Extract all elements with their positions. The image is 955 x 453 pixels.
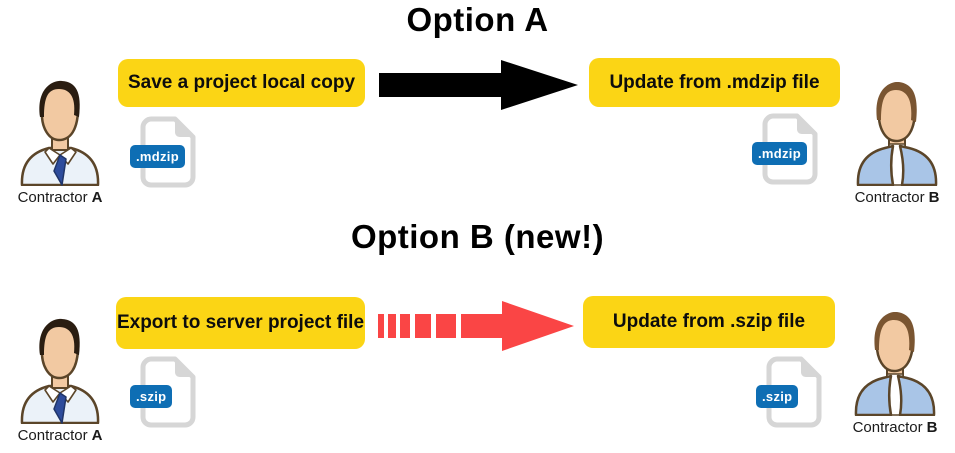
step-box-export-server: Export to server project file [116, 297, 365, 349]
person-jacket-icon [854, 312, 936, 416]
file-ext-badge: .szip [756, 385, 799, 408]
step-box-save-local-copy: Save a project local copy [118, 59, 365, 107]
szip-file-left: .szip [130, 356, 202, 432]
black-arrow-icon [379, 60, 578, 110]
step-box-update-szip: Update from .szip file [583, 296, 835, 348]
option-a-title: Option A [406, 1, 549, 38]
option-b-title: Option B (new!) [350, 218, 605, 255]
mdzip-file-right: .mdzip [752, 113, 824, 189]
file-ext-badge: .mdzip [752, 142, 807, 165]
person-jacket-icon [856, 82, 938, 186]
person-tie-icon [20, 318, 100, 424]
person-tie-icon [20, 80, 100, 186]
step-box-update-mdzip: Update from .mdzip file [589, 58, 840, 107]
red-dashed-arrow-icon [378, 301, 574, 351]
file-ext-badge: .szip [130, 385, 173, 408]
szip-file-right: .szip [756, 356, 828, 432]
mdzip-file-left: .mdzip [130, 116, 202, 192]
file-ext-badge: .mdzip [130, 145, 185, 168]
